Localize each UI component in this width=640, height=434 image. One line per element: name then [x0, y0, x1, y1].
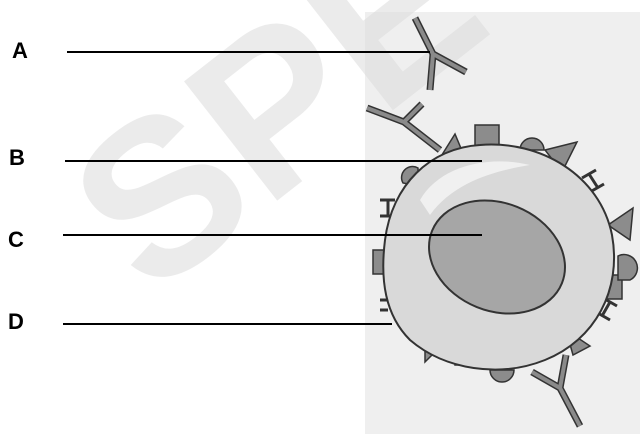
label-c: C: [8, 229, 24, 251]
label-a: A: [12, 40, 28, 62]
label-d: D: [8, 311, 24, 333]
label-b: B: [9, 147, 25, 169]
